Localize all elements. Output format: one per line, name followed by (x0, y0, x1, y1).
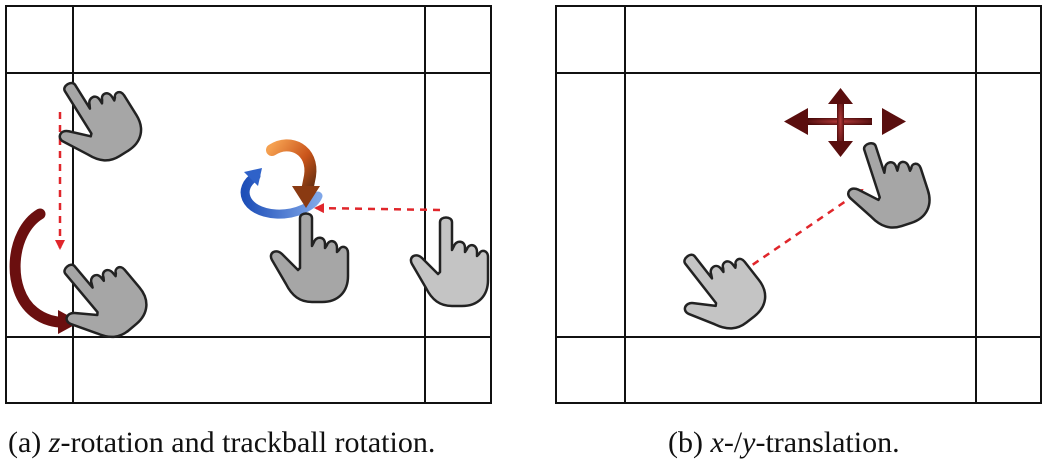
panel-a (5, 5, 492, 404)
dashed-arrow-diagonal (741, 188, 864, 274)
caption-b-variable-y: y (742, 426, 756, 459)
trackball-rotation-icon (240, 139, 323, 219)
caption-a-variable: z (48, 426, 61, 459)
panel-b-frame (555, 5, 1042, 404)
caption-b-label: (b) (668, 426, 703, 459)
caption-a-label: (a) (8, 426, 42, 459)
caption-b: (b) x-/y-translation. (668, 425, 900, 461)
caption-b-separator: -/ (723, 426, 743, 459)
panel-b (555, 5, 1042, 404)
caption-b-variable-x: x (710, 426, 724, 459)
caption-b-text: -translation. (755, 426, 900, 459)
four-way-move-arrow-icon (784, 88, 906, 157)
caption-a: (a) z-rotation and trackball rotation. (8, 425, 435, 461)
caption-a-text: -rotation and trackball rotation. (60, 426, 436, 459)
